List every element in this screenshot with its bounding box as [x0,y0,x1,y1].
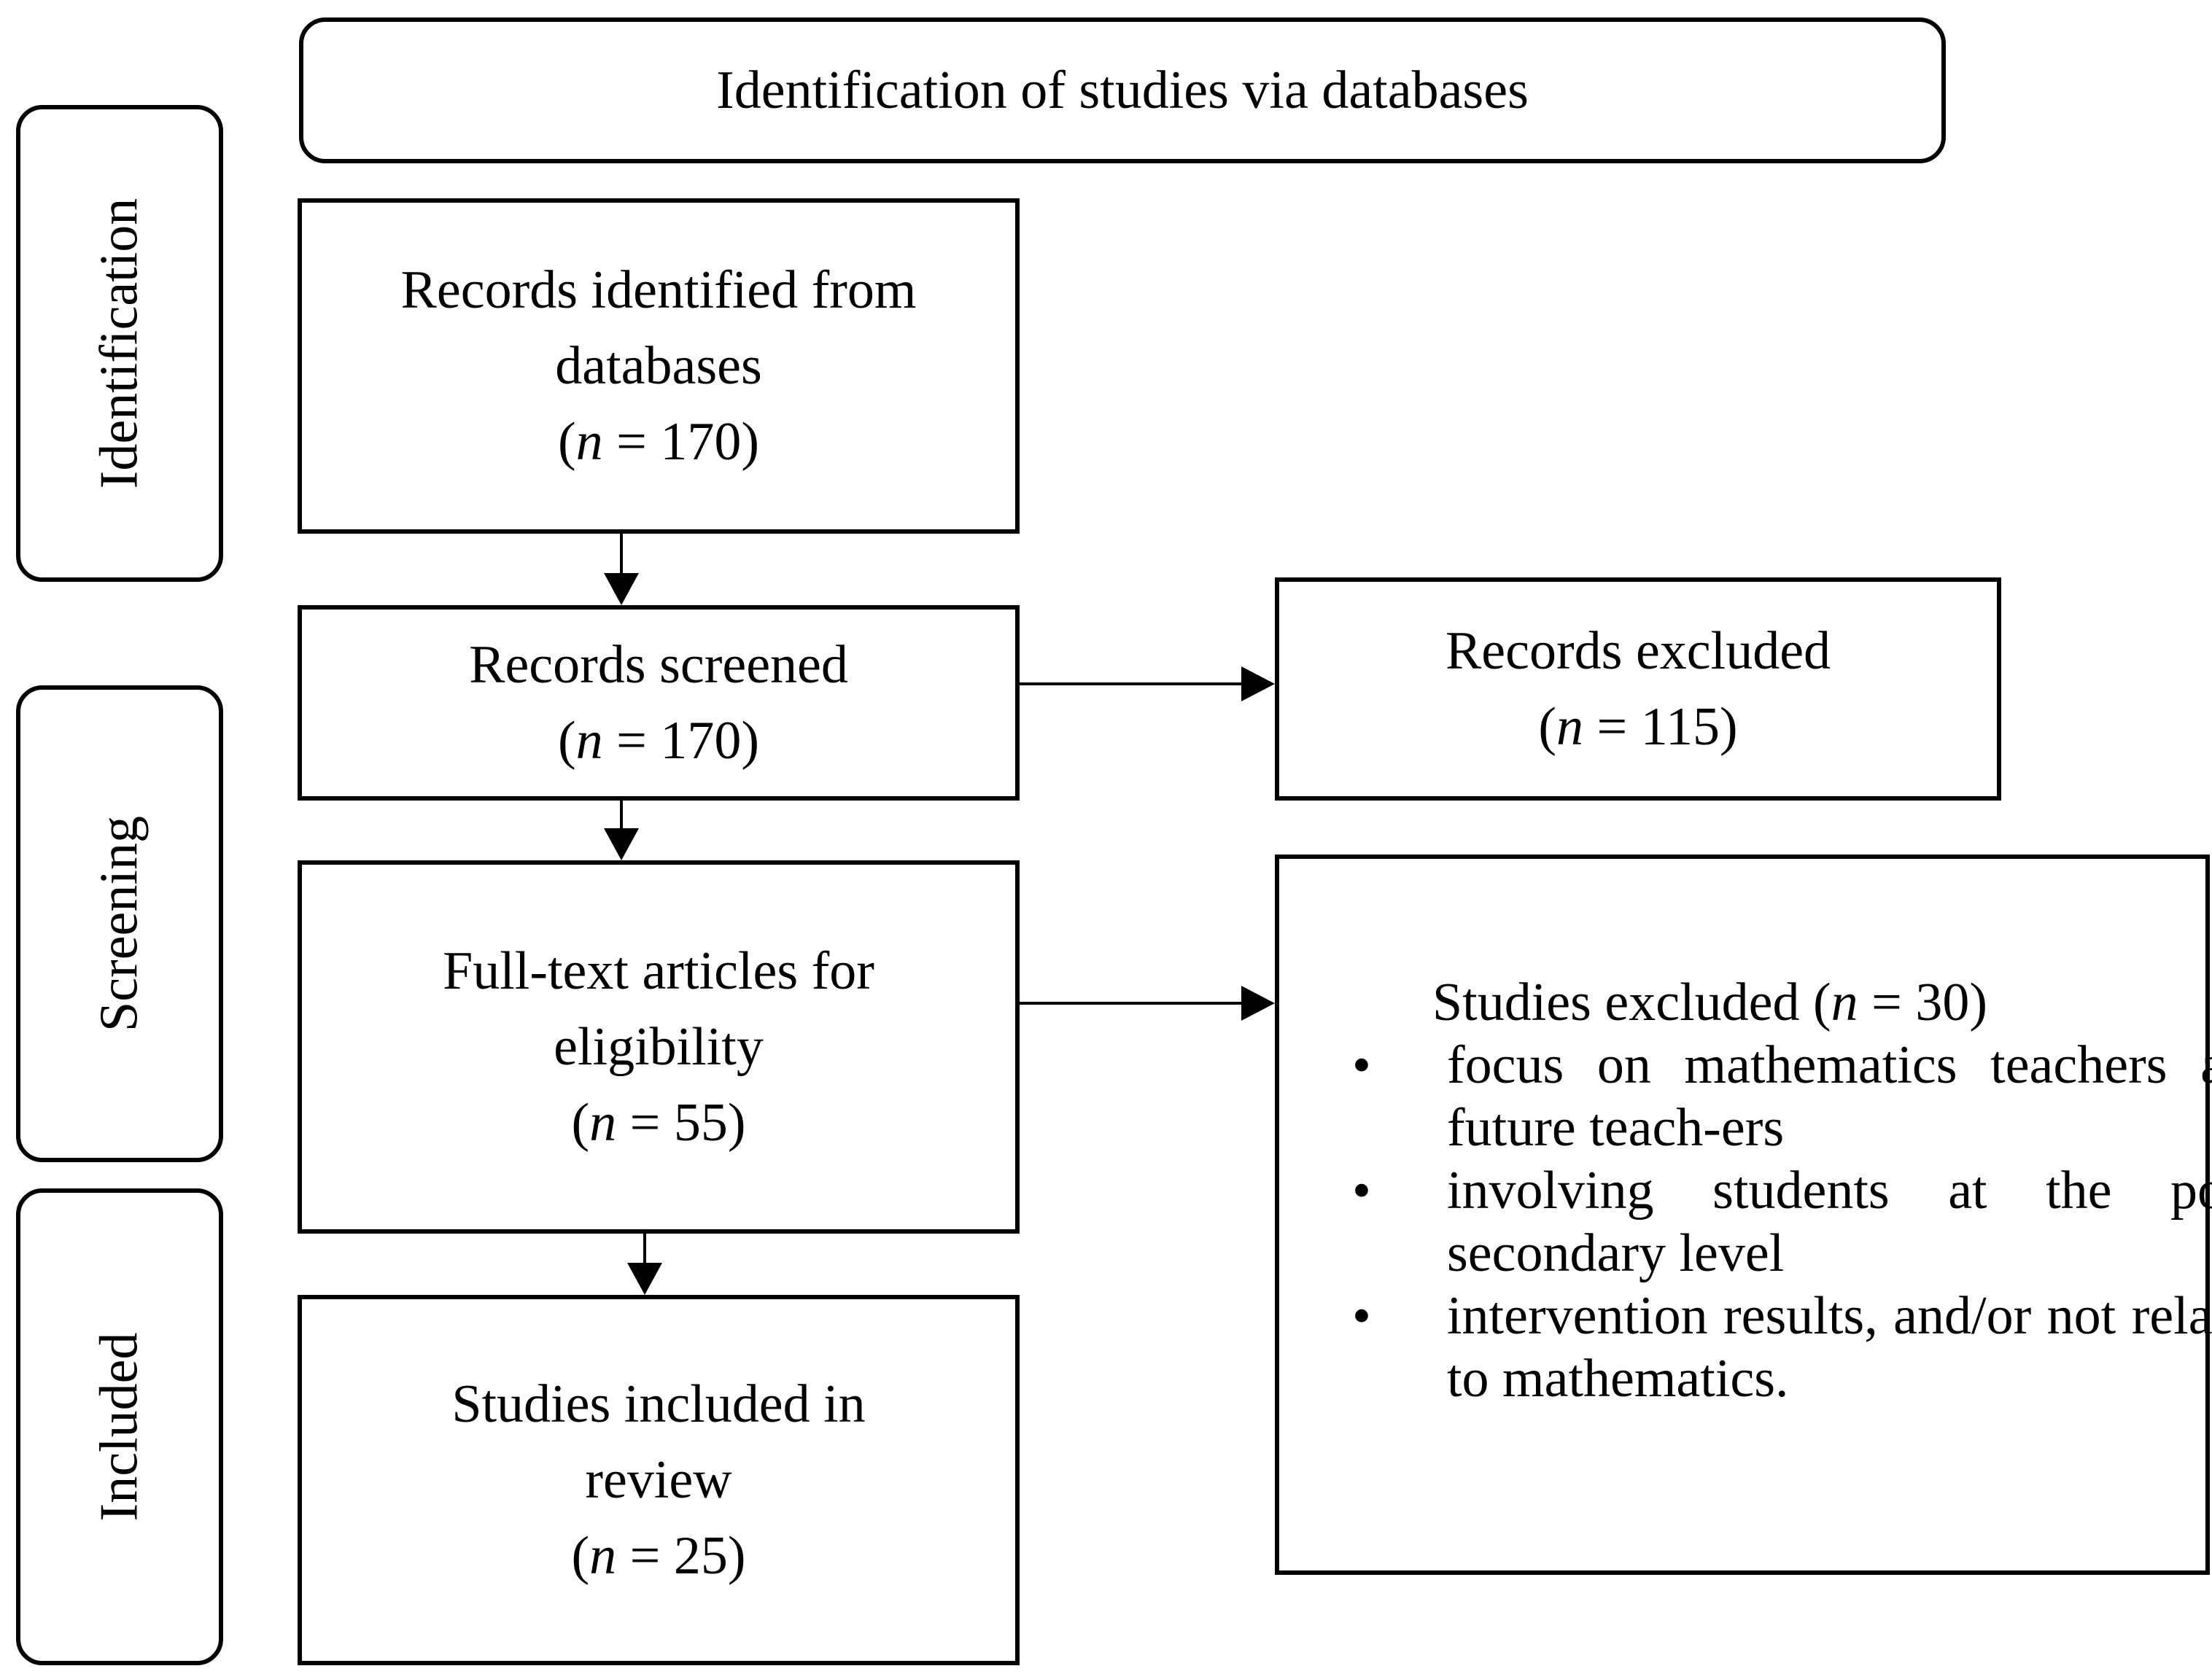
bullet-icon: • [1352,1035,1371,1095]
header-title: Identification of studies via databases [716,61,1529,120]
fulltext-articles-line2: eligibility [554,1017,764,1077]
bullet-icon: • [1352,1161,1371,1221]
studies-included-line2: review [585,1450,732,1510]
records-excluded-box: Records excluded (n = 115) [1275,577,2001,801]
records-identified-count: (n = 170) [557,412,760,472]
arrow-head [604,573,639,605]
records-excluded-count: (n = 115) [1538,697,1738,757]
records-screened-line1: Records screened [469,635,848,695]
exclusion-reason-text: focus on mathematics teachers and future… [1447,1035,2212,1158]
exclusion-reason-text: intervention results, and/or not related… [1447,1286,2212,1409]
header-box: Identification of studies via databases [299,17,1946,163]
studies-included-line1: Studies included in [451,1374,866,1434]
arrow-head [604,828,639,860]
phase-identification-box: Identification [16,105,223,582]
phase-included-box: Included [16,1188,223,1665]
exclusion-reason-item: • focus on mathematics teachers and futu… [1279,1034,2212,1159]
records-identified-line2: databases [555,336,762,396]
records-screened-count: (n = 170) [557,711,760,771]
exclusion-reasons-list: • focus on mathematics teachers and futu… [1279,1034,2212,1410]
bullet-icon: • [1352,1286,1371,1346]
exclusion-reason-item: • intervention results, and/or not relat… [1279,1285,2212,1410]
records-identified-box: Records identified from databases (n = 1… [298,198,1020,534]
studies-included-count: (n = 25) [571,1526,746,1586]
arrow-head [627,1263,662,1295]
exclusion-reason-item: • involving students at the post-seconda… [1279,1159,2212,1285]
arrow-head [1241,666,1275,701]
phase-screening-box: Screening [16,685,223,1162]
fulltext-articles-count: (n = 55) [571,1093,746,1153]
records-identified-line1: Records identified from [400,260,917,320]
arrow-head [1241,986,1275,1021]
records-screened-box: Records screened (n = 170) [298,605,1020,801]
fulltext-articles-box: Full-text articles for eligibility (n = … [298,860,1020,1234]
studies-excluded-box: Studies excluded (n = 30) • focus on mat… [1275,854,2212,1575]
studies-excluded-title: Studies excluded (n = 30) [1432,973,1988,1032]
fulltext-articles-line1: Full-text articles for [443,941,874,1001]
exclusion-reason-text: involving students at the post-secondary… [1447,1161,2212,1283]
studies-included-box: Studies included in review (n = 25) [298,1295,1020,1665]
records-excluded-line1: Records excluded [1445,621,1831,681]
